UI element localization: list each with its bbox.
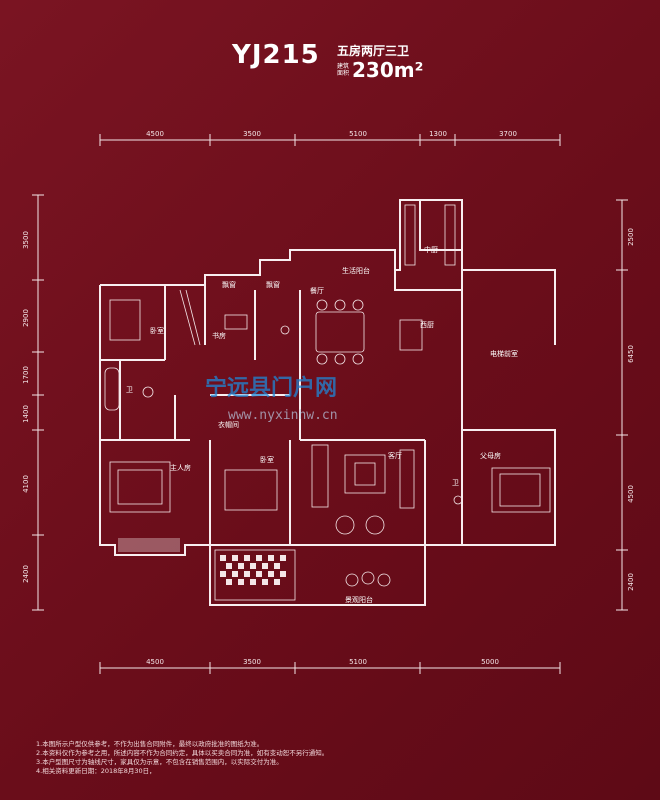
bottom-dim-2: 3500 — [243, 658, 261, 666]
footnote-2: 2.本资料仅作为参考之用，所述内容不作为合同约定，具体以买卖合同为准，如有变动恕… — [36, 749, 329, 757]
top-dim-3: 5100 — [349, 130, 367, 138]
left-dim-3: 1700 — [22, 366, 30, 384]
room-label-dining: 餐厅 — [310, 286, 324, 295]
left-dim-1: 3500 — [22, 231, 30, 249]
bay-window — [118, 538, 180, 552]
left-dim-2: 2900 — [22, 309, 30, 327]
bottom-dim-4: 5000 — [481, 658, 499, 666]
room-label-elevator-hall: 电梯前室 — [490, 349, 518, 358]
right-dim-4: 2400 — [627, 573, 635, 591]
coffee-table — [344, 454, 386, 494]
footnote-4: 4.相关资料更新日期：2018年8月30日， — [36, 767, 156, 775]
sofa — [311, 444, 329, 508]
left-dim-5: 4100 — [22, 475, 30, 493]
top-dim-4: 1300 — [429, 130, 447, 138]
room-label-parents: 父母房 — [480, 451, 501, 460]
room-label-service-balcony: 生活阳台 — [342, 266, 370, 275]
room-label-bay-2: 飘窗 — [266, 280, 280, 289]
room-label-kitchen: 中厨 — [424, 245, 438, 254]
top-dim-2: 3500 — [243, 130, 261, 138]
room-label-study: 书房 — [212, 331, 226, 340]
footnote-3: 3.本户型图尺寸为轴线尺寸，家具仅为示意，不包含在销售范围内，以实际交付为准。 — [36, 758, 283, 766]
room-label-bay-1: 飘窗 — [222, 280, 236, 289]
left-dim-4: 1400 — [22, 405, 30, 423]
room-label-western-kitchen: 西厨 — [420, 321, 434, 329]
footnote-1: 1.本图所示户型仅供参考，不作为出售合同附件，最终以政府批准的图纸为准。 — [36, 740, 264, 748]
room-label-master-bath: 卫 — [452, 479, 459, 487]
plan-area: 230m² — [352, 58, 424, 82]
walls — [99, 199, 556, 606]
room-label-bedroom-1: 卧室 — [150, 326, 164, 335]
watermark-text: 宁远县门户网 — [205, 376, 338, 401]
dining-table — [315, 311, 365, 353]
bathtub — [104, 367, 120, 411]
room-label-master-bedroom: 主人房 — [170, 463, 191, 472]
furniture — [104, 204, 551, 587]
room-label-bath-1: 卫 — [126, 386, 133, 394]
room-label-wardrobe: 衣帽间 — [218, 420, 239, 429]
right-dim-2: 6450 — [627, 345, 635, 363]
room-label-bedroom-2: 卧室 — [260, 455, 274, 464]
balcony-paving — [214, 549, 296, 601]
left-dim-6: 2400 — [22, 565, 30, 583]
area-label: 建筑面积 — [337, 63, 350, 77]
plan-title: YJ215 — [232, 40, 320, 70]
right-dim-1: 2500 — [627, 228, 635, 246]
right-dim-3: 4500 — [627, 485, 635, 503]
bedroom-bed — [224, 469, 278, 511]
footnotes: 1.本图所示户型仅供参考，不作为出售合同附件，最终以政府批准的图纸为准。 2.本… — [36, 740, 626, 776]
master-bed — [109, 461, 171, 513]
bottom-dim-1: 4500 — [146, 658, 164, 666]
plan-subtitle: 五房两厅三卫 — [337, 44, 410, 58]
watermark-url: www.nyxinhw.cn — [228, 408, 338, 423]
room-label-view-balcony: 景观阳台 — [345, 595, 373, 604]
top-dim-1: 4500 — [146, 130, 164, 138]
parents-bed — [491, 467, 551, 513]
bedroom1-bed — [109, 299, 141, 341]
room-label-living: 客厅 — [388, 451, 402, 460]
top-dim-5: 3700 — [499, 130, 517, 138]
bottom-dim-3: 5100 — [349, 658, 367, 666]
